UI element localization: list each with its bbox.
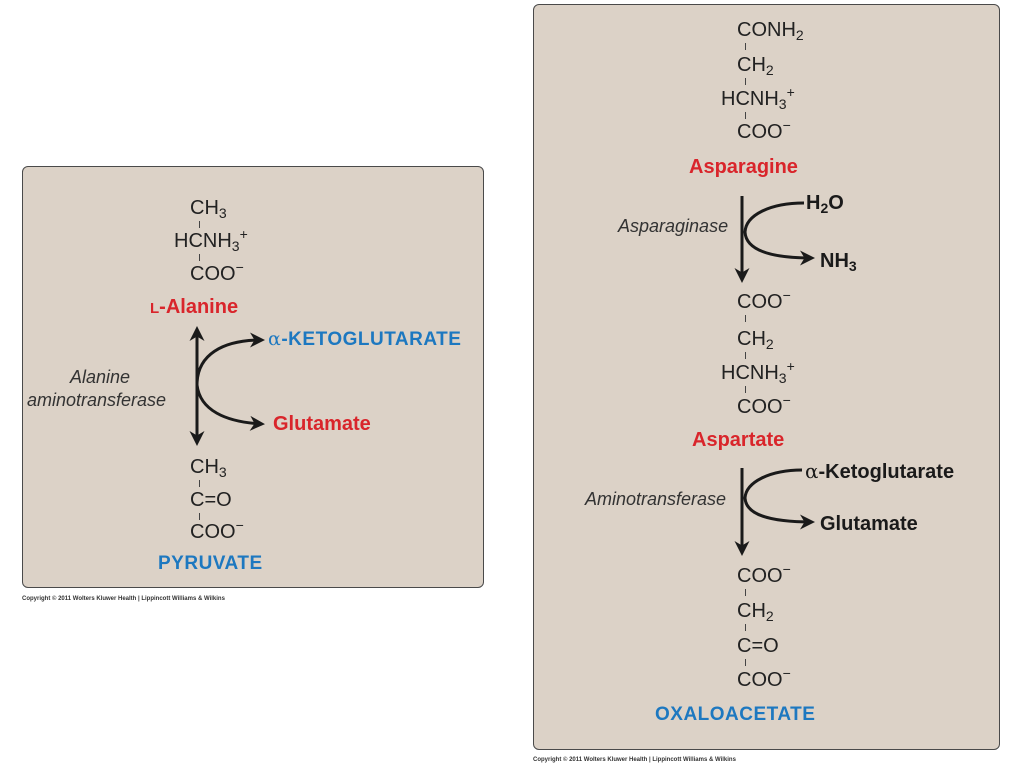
- asparagine-conh2: CONH2: [737, 19, 804, 43]
- enzyme-label-line1: Alanine: [70, 367, 131, 387]
- nh3-label: NH3: [820, 250, 857, 274]
- bond: [745, 659, 746, 666]
- curved-arrow-ketoglutarate: [195, 332, 265, 386]
- pyruvate-ch3: CH3: [190, 456, 227, 480]
- pyruvate-coo: COO−: [190, 517, 244, 543]
- bond: [745, 352, 746, 359]
- alpha-ketoglutarate-label: α-KETOGLUTARATE: [268, 328, 462, 350]
- glutamate-label-right: Glutamate: [820, 513, 918, 535]
- asparagine-ch2: CH2: [737, 54, 774, 78]
- h2o-nh3-curve: [743, 201, 815, 266]
- copyright-right: Copyright © 2011 Wolters Kluwer Health |…: [533, 757, 736, 763]
- asparagine-label: Asparagine: [689, 156, 798, 178]
- bond: [199, 480, 200, 487]
- bond: [199, 221, 200, 228]
- oxaloacetate-ch2: CH2: [737, 600, 774, 624]
- copyright-left: Copyright © 2011 Wolters Kluwer Health |…: [22, 596, 225, 602]
- bond: [745, 589, 746, 596]
- aminotransferase-label: Aminotransferase: [585, 489, 727, 509]
- bond: [199, 513, 200, 520]
- alanine-hcnh3: HCNH3+: [174, 226, 248, 254]
- asparagine-hcnh3: HCNH3+: [721, 84, 795, 112]
- oxaloacetate-coo-top: COO−: [737, 561, 791, 587]
- alanine-ch3: CH3: [190, 197, 227, 221]
- pyruvate-label: PYRUVATE: [158, 553, 263, 574]
- aspartate-label: Aspartate: [692, 429, 785, 451]
- glutamate-label: Glutamate: [273, 413, 371, 435]
- aspartate-ch2: CH2: [737, 328, 774, 352]
- alanine-label: L-Alanine: [150, 296, 239, 318]
- bond: [745, 315, 746, 322]
- enzyme-label-line2: aminotransferase: [27, 390, 167, 410]
- oxaloacetate-coo-bottom: COO−: [737, 665, 791, 691]
- alanine-coo: COO−: [190, 259, 244, 285]
- aspartate-hcnh3: HCNH3+: [721, 358, 795, 386]
- ketoglutarate-label: α-Ketoglutarate: [805, 459, 955, 483]
- oxaloacetate-c-o: C=O: [737, 635, 779, 657]
- asparagine-coo: COO−: [737, 117, 791, 143]
- asparaginase-label: Asparaginase: [618, 216, 729, 236]
- h2o-label: H2O: [806, 192, 844, 216]
- aspartate-coo-bottom: COO−: [737, 392, 791, 418]
- bond: [199, 254, 200, 261]
- curved-arrow-glutamate: [195, 384, 265, 431]
- bond: [745, 624, 746, 631]
- bond: [745, 43, 746, 50]
- ketoglutarate-glutamate-curve: [743, 468, 815, 530]
- aspartate-coo-top: COO−: [737, 287, 791, 313]
- alanine-aminotransferase-panel: [22, 166, 484, 588]
- bond: [745, 78, 746, 85]
- bond: [745, 386, 746, 393]
- pyruvate-c-o: C=O: [190, 489, 232, 511]
- bond: [745, 112, 746, 119]
- oxaloacetate-label: OXALOACETATE: [655, 704, 816, 725]
- asparagine-pathway-panel: [533, 4, 1000, 750]
